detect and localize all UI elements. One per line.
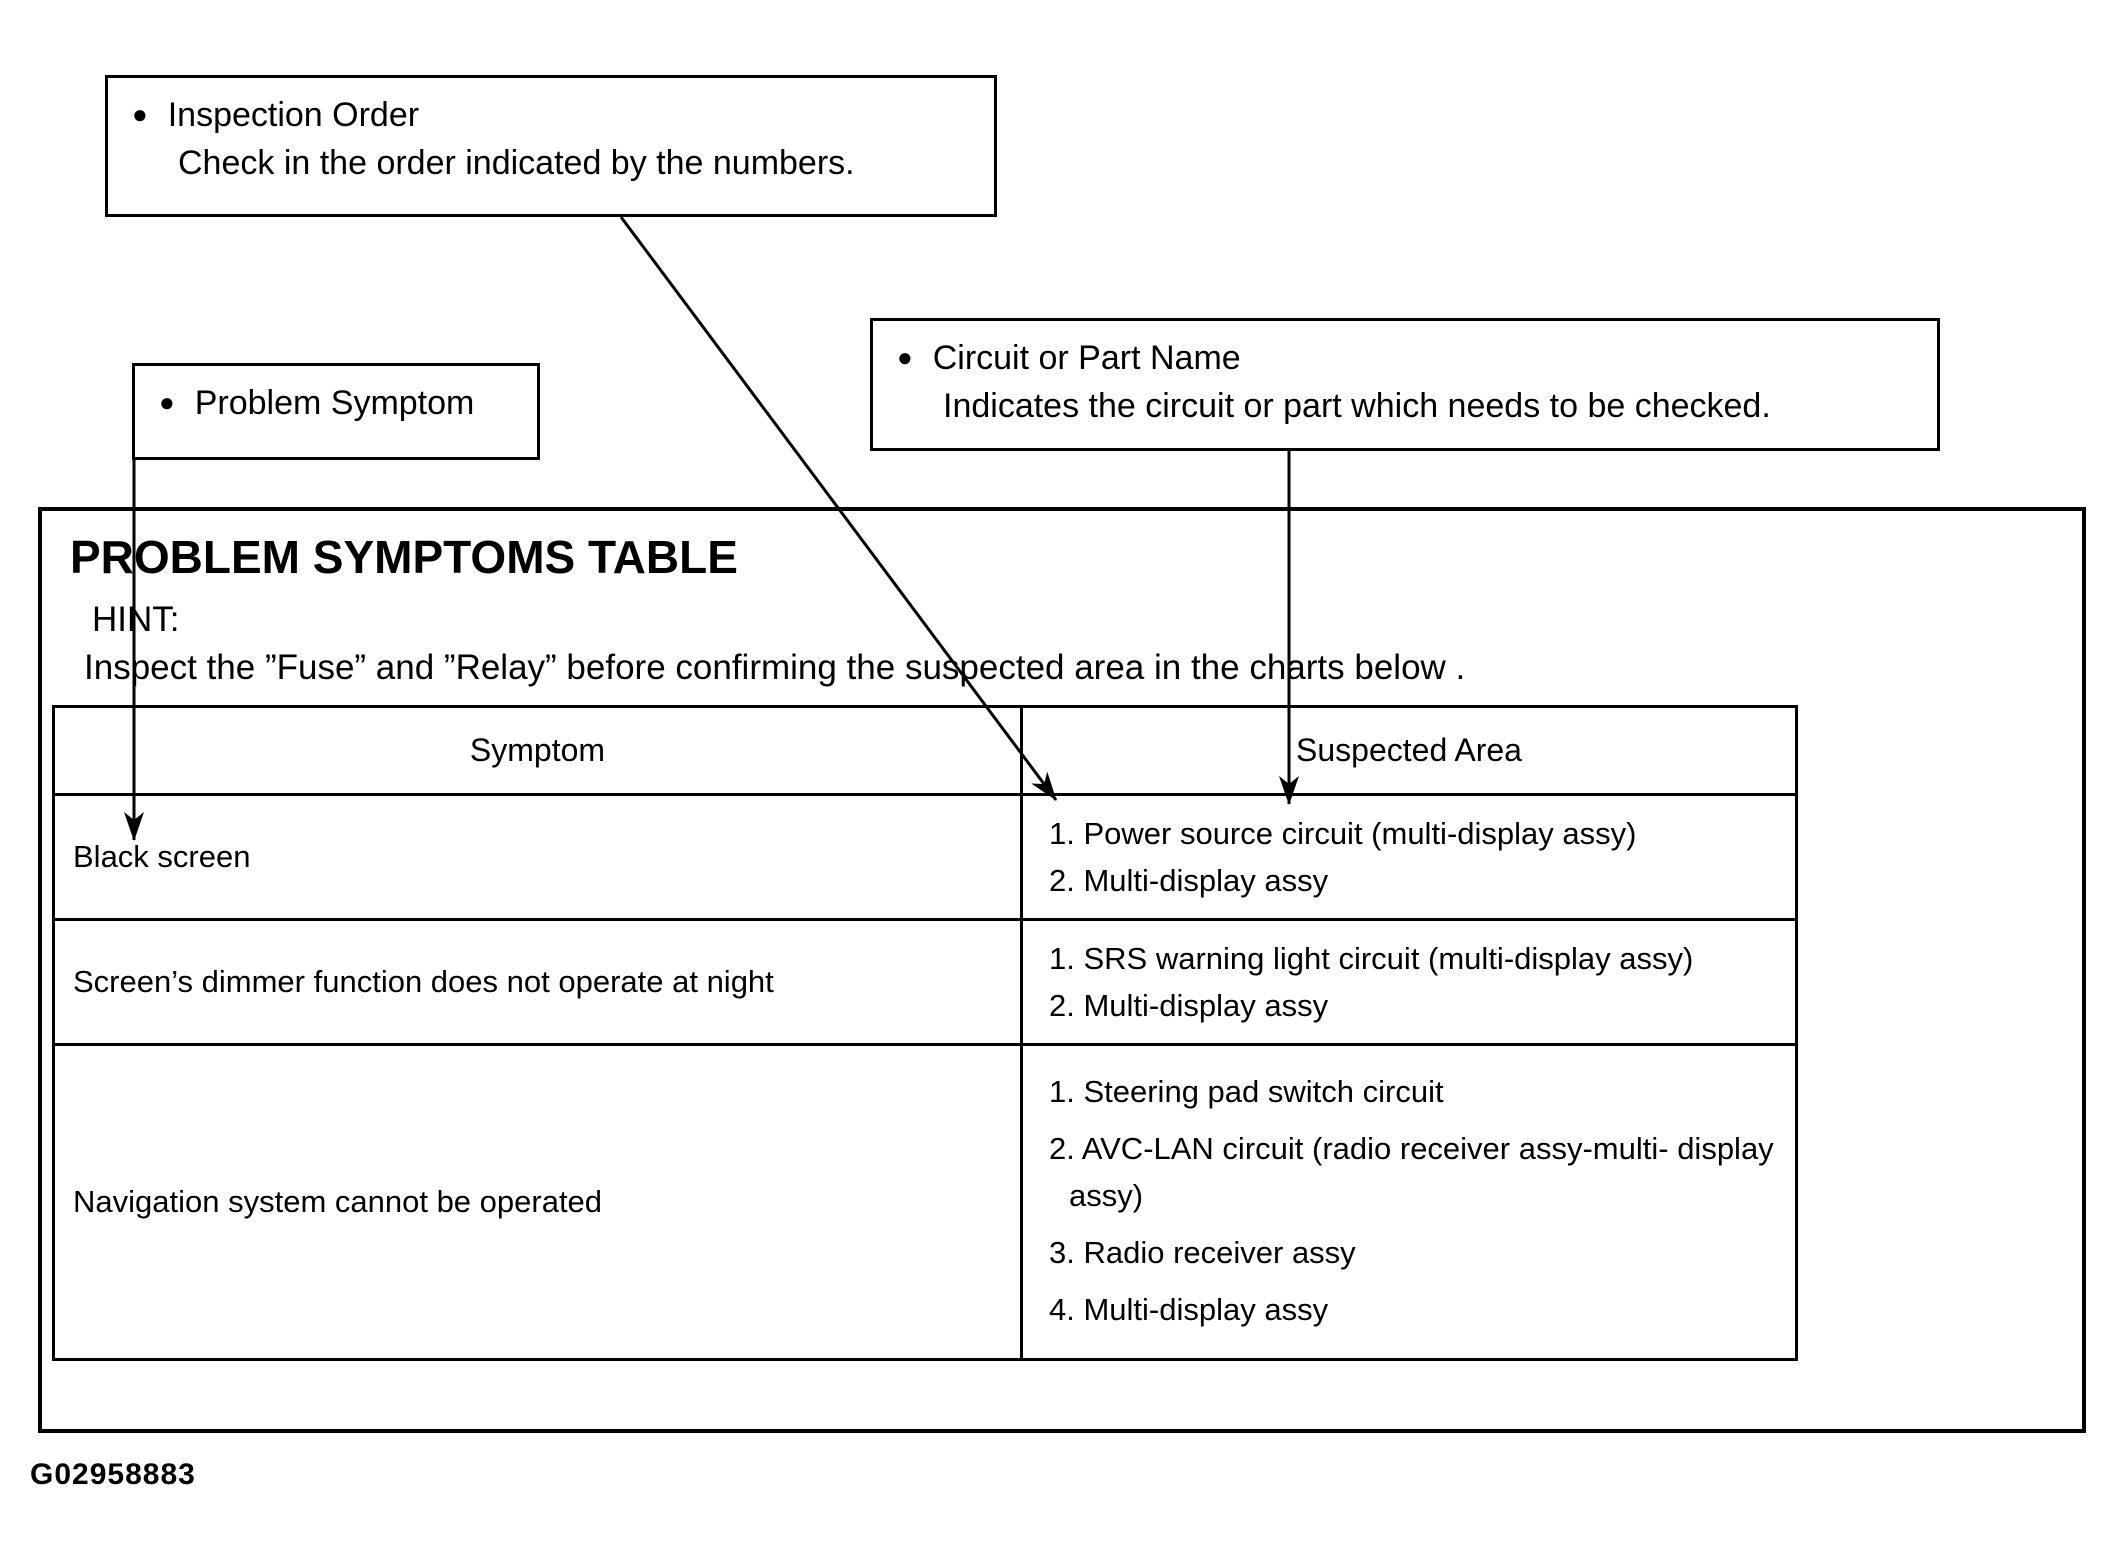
circuit-or-part-name-callout: ● Circuit or Part Name Indicates the cir… (870, 318, 1940, 451)
inspection-order-callout: ● Inspection Order Check in the order in… (105, 75, 997, 217)
figure-id: G02958883 (30, 1458, 196, 1491)
suspected-area-item: 3. Radio receiver assy (1049, 1234, 1356, 1270)
suspected-area-item: 1. Power source circuit (multi-display a… (1049, 816, 1637, 851)
bullet-icon: ● (132, 99, 148, 129)
problem-symptoms-table: Symptom Suspected Area Black screen 1. P… (52, 705, 1798, 1361)
suspected-area-item: 1. SRS warning light circuit (multi-disp… (1049, 941, 1694, 976)
problem-symptom-title: Problem Symptom (194, 384, 475, 422)
bullet-icon: ● (897, 342, 913, 372)
symptom-cell: Black screen (52, 793, 1023, 921)
page-title: PROBLEM SYMPTOMS TABLE (70, 531, 738, 583)
table-row: Black screen 1. Power source circuit (mu… (52, 793, 1798, 921)
problem-symptom-callout: ● Problem Symptom (132, 363, 540, 460)
hint-label: HINT: (92, 600, 180, 639)
suspected-area-column-header: Suspected Area (1020, 705, 1798, 796)
symptom-cell: Screen’s dimmer function does not operat… (52, 918, 1023, 1046)
symptom-column-header: Symptom (52, 705, 1023, 796)
suspected-area-item: 2. Multi-display assy (1049, 988, 1329, 1023)
inspection-order-description: Check in the order indicated by the numb… (178, 144, 855, 182)
suspected-area-item: 2. AVC-LAN circuit (radio receiver assy-… (1049, 1130, 1774, 1213)
table-row: Navigation system cannot be operated 1. … (52, 1043, 1798, 1361)
circuit-or-part-name-description: Indicates the circuit or part which need… (943, 387, 1771, 425)
hint-text: Inspect the ”Fuse” and ”Relay” before co… (84, 648, 1466, 687)
suspected-area-cell: 1. Steering pad switch circuit 2. AVC-LA… (1020, 1043, 1798, 1361)
circuit-or-part-name-title: Circuit or Part Name (932, 339, 1241, 377)
suspected-area-item: 4. Multi-display assy (1049, 1291, 1329, 1327)
suspected-area-item: 2. Multi-display assy (1049, 863, 1329, 898)
bullet-icon: ● (159, 387, 175, 417)
table-header-row: Symptom Suspected Area (52, 705, 1798, 796)
suspected-area-cell: 1. Power source circuit (multi-display a… (1020, 793, 1798, 921)
table-row: Screen’s dimmer function does not operat… (52, 918, 1798, 1046)
symptom-cell: Navigation system cannot be operated (52, 1043, 1023, 1361)
suspected-area-item: 1. Steering pad switch circuit (1049, 1073, 1444, 1109)
suspected-area-cell: 1. SRS warning light circuit (multi-disp… (1020, 918, 1798, 1046)
inspection-order-title: Inspection Order (167, 96, 420, 134)
